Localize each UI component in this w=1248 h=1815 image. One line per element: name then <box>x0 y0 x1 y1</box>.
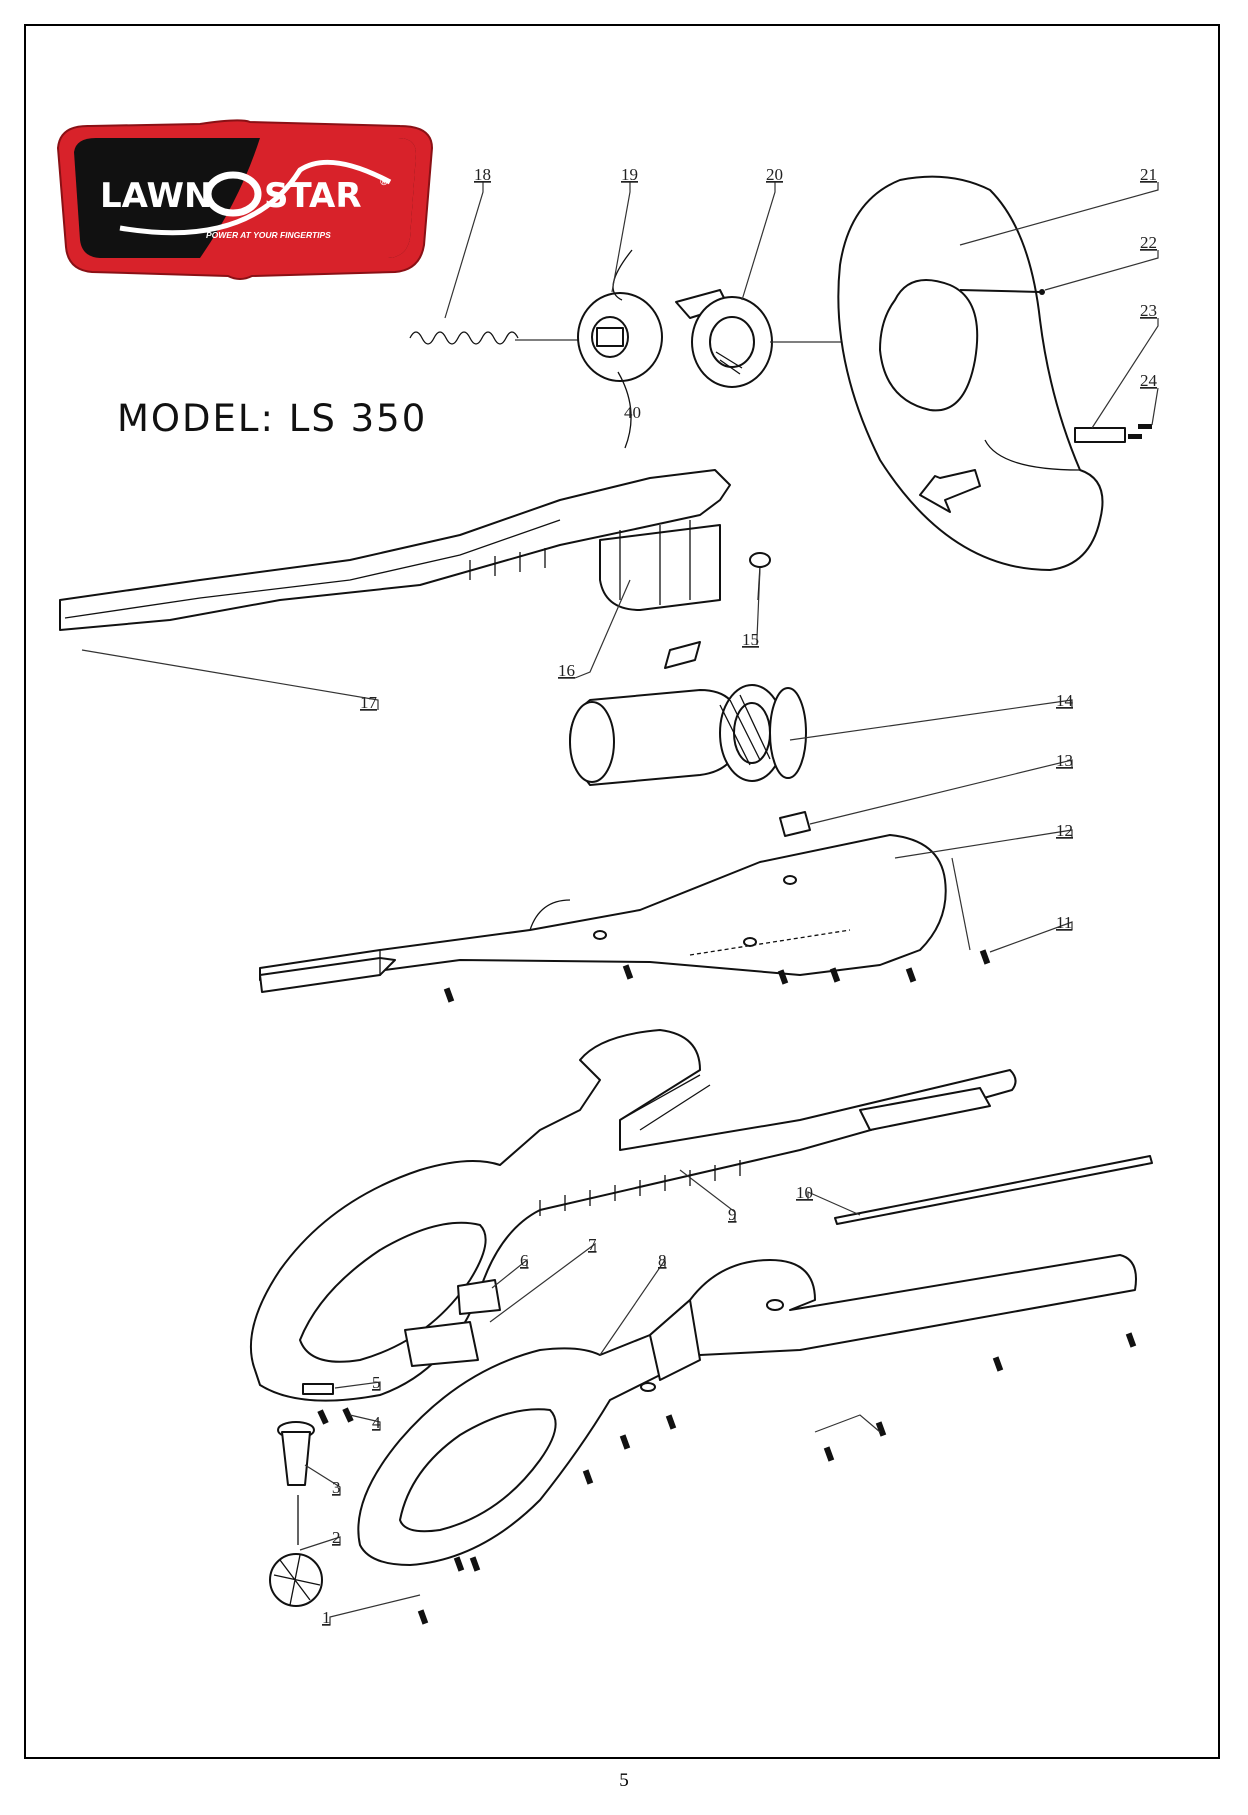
part-22-screw <box>959 289 1045 295</box>
part-13-block <box>779 811 811 837</box>
callout-7: 7 <box>588 1235 597 1254</box>
callout-15: 15 <box>742 630 759 649</box>
part-2-switch-assembly <box>269 1495 323 1607</box>
part-1-screws <box>417 1332 1137 1625</box>
callout-19: 19 <box>621 165 638 184</box>
callout-40: 40 <box>624 403 641 422</box>
logo-brand-left: LAWN <box>100 176 212 216</box>
callout-20: 20 <box>766 165 783 184</box>
callout-5: 5 <box>372 1373 381 1392</box>
part-14-motor <box>569 684 807 786</box>
logo-o-ring <box>204 171 262 217</box>
callout-24: 24 <box>1140 371 1158 390</box>
part-9-handle-half <box>249 1029 1017 1402</box>
callout-1: 1 <box>322 1608 331 1627</box>
callout-6: 6 <box>520 1251 529 1270</box>
callout-2: 2 <box>332 1528 341 1547</box>
callout-18: 18 <box>474 165 491 184</box>
logo-swoosh <box>119 159 392 236</box>
part-8-handle-half <box>357 1254 1137 1566</box>
page-number: 5 <box>619 1770 629 1791</box>
leader-lines <box>81 182 1159 1625</box>
logo-tagline: POWER AT YOUR FINGERTIPS <box>206 230 331 240</box>
part-23-bracket <box>1074 427 1126 443</box>
part-11-screws <box>443 949 991 1003</box>
part-5-4-screws <box>302 1383 354 1425</box>
part-3-grommet <box>277 1421 315 1486</box>
part-small-pad <box>664 641 701 669</box>
callout-3: 3 <box>332 1478 341 1497</box>
part-24-screws <box>1128 424 1152 439</box>
callout-10: 10 <box>796 1183 813 1202</box>
part-10-blade-strip <box>834 1155 1153 1225</box>
lawnstar-logo: LAWN STAR ® POWER AT YOUR FINGERTIPS <box>56 119 434 280</box>
callout-8: 8 <box>658 1251 667 1270</box>
callout-16: 16 <box>558 661 575 680</box>
callout-23: 23 <box>1140 301 1157 320</box>
callout-14: 14 <box>1056 691 1074 710</box>
callout-11: 11 <box>1056 913 1072 932</box>
callout-9: 9 <box>728 1205 737 1224</box>
page-frame <box>24 24 1220 1759</box>
logo-brand-right: STAR <box>264 176 362 216</box>
callout-labels: 18 19 20 21 22 23 24 40 15 16 17 14 13 1… <box>322 165 1158 1627</box>
leader-bracket-lower <box>814 1414 881 1433</box>
part-12-housing-half <box>259 834 947 993</box>
callout-4: 4 <box>372 1413 381 1432</box>
part-20-cap <box>675 289 773 388</box>
part-21-guard <box>837 175 1104 571</box>
logo-trademark: ® <box>380 177 388 188</box>
callout-12: 12 <box>1056 821 1073 840</box>
callout-21: 21 <box>1140 165 1157 184</box>
callout-13: 13 <box>1056 751 1073 770</box>
part-19-spool <box>577 249 663 449</box>
callout-22: 22 <box>1140 233 1157 252</box>
part-18-spring <box>409 331 519 345</box>
callout-17: 17 <box>360 693 378 712</box>
part-16-housing-half <box>59 469 731 631</box>
model-label: MODEL: LS 350 <box>117 397 428 440</box>
part-6-7-inserts <box>404 1279 501 1367</box>
